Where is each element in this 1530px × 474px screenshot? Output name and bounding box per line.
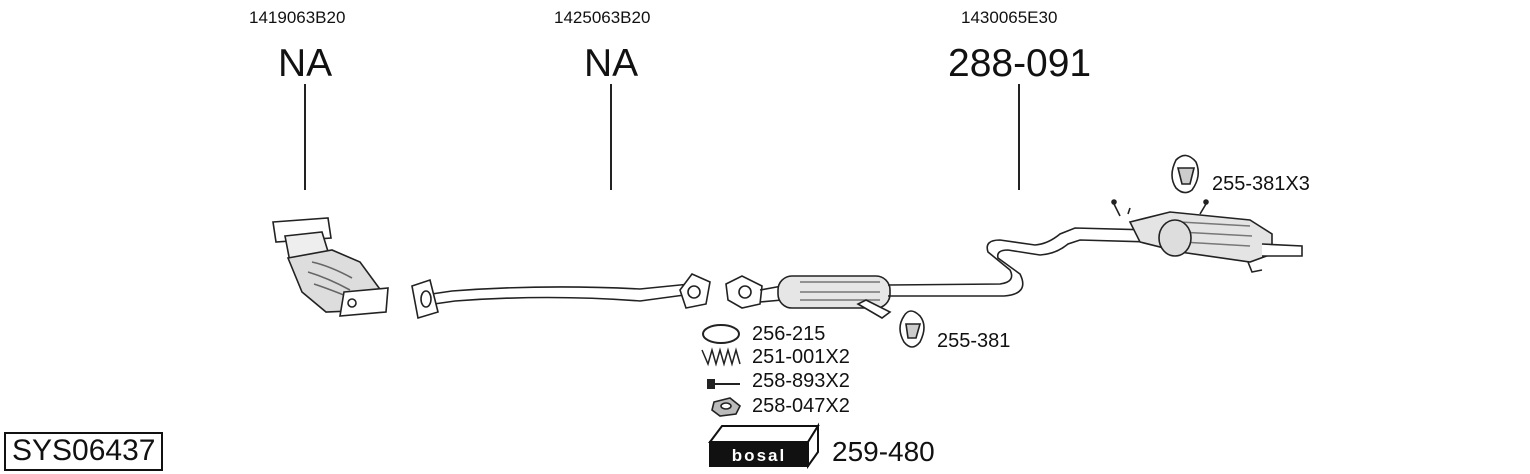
oe-number-front-pipe: 1425063B20: [554, 8, 651, 27]
rear-muffler-icon: [1111, 199, 1303, 273]
accessory-label-bolt: 258-893X2: [752, 370, 850, 392]
part-code-rear-section: 288-091: [948, 42, 1092, 85]
center-muffler-icon: [725, 275, 892, 319]
system-id-box: SYS06437: [4, 432, 164, 471]
gasket-ring-icon: [702, 324, 740, 344]
rear-pipe-icon: [887, 227, 1151, 297]
accessory-label-nut: 258-047X2: [752, 395, 850, 417]
accessory-label-spring: 251-001X2: [752, 346, 850, 368]
part-code-front-pipe: NA: [584, 42, 639, 85]
bolt-icon: [707, 379, 740, 389]
spring-icon: [701, 347, 741, 367]
oe-number-rear-section: 1430065E30: [961, 8, 1058, 27]
hanger-label-rear: 255-381X3: [1212, 173, 1310, 195]
front-pipe-icon: [411, 273, 711, 320]
rubber-hanger-icon: [899, 310, 925, 348]
oe-number-catalyst: 1419063B20: [249, 8, 346, 27]
catalytic-converter-icon: [272, 217, 389, 317]
mounting-kit-code: 259-480: [832, 436, 935, 467]
bosal-box-icon: [708, 422, 820, 470]
part-code-catalyst: NA: [278, 42, 333, 85]
bosal-logo-text: bosal: [732, 446, 786, 465]
rubber-hanger-icon: [1171, 154, 1200, 194]
accessory-label-gasket: 256-215: [752, 323, 826, 345]
hanger-label-center: 255-381: [937, 330, 1011, 352]
nut-icon: [711, 397, 742, 417]
